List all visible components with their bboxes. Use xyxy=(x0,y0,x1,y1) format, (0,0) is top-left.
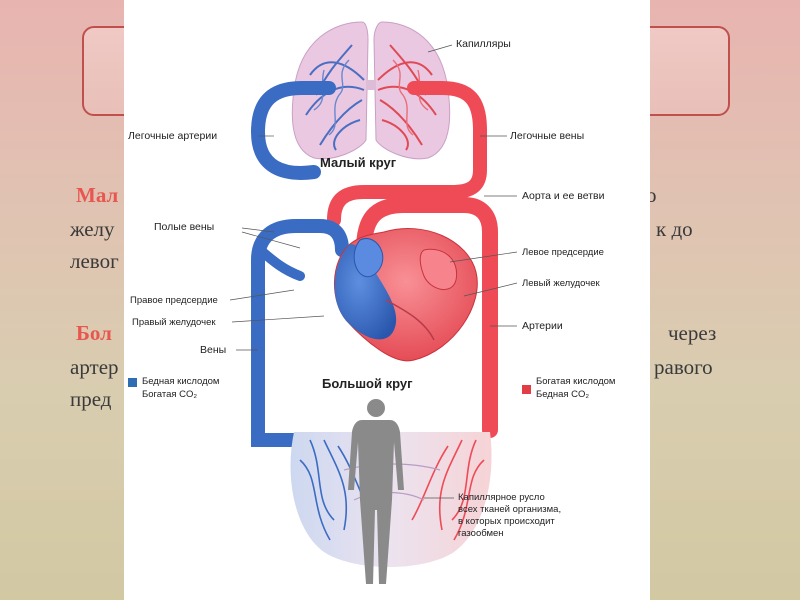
paragraph-small-circle-line2-left: желу xyxy=(70,214,115,244)
label-arteries: Артерии xyxy=(522,320,563,333)
legend-poor-line1: Бедная кислодом xyxy=(142,375,219,388)
paragraph-big-circle-line2-right: равого xyxy=(654,352,713,382)
label-aorta: Аорта и ее ветви xyxy=(522,190,604,203)
heart xyxy=(334,228,477,360)
paragraph-big-circle-line2-left: артер xyxy=(70,352,119,382)
paragraph-big-circle-line3-left: пред xyxy=(70,384,111,414)
label-left-ventricle: Левый желудочек xyxy=(522,277,600,290)
label-right-atrium: Правое предсердие xyxy=(130,294,218,307)
paragraph-big-circle-line1-right: через xyxy=(668,318,716,348)
label-capillaries: Капилляры xyxy=(456,38,511,51)
legend-poor-swatch xyxy=(128,378,137,387)
label-veins: Вены xyxy=(200,344,226,357)
label-left-atrium: Левое предсердие xyxy=(522,246,604,259)
vena-cava-loop xyxy=(256,212,342,440)
label-small-circle: Малый круг xyxy=(320,156,396,169)
paragraph-small-circle-line1-left: Мал xyxy=(76,180,118,210)
legend-poor-line2: Богатая CO₂ xyxy=(142,388,197,401)
paragraph-small-circle-line2-right: к до xyxy=(656,214,693,244)
label-pulmonary-arteries: Легочные артерии xyxy=(128,130,217,143)
label-big-circle: Большой круг xyxy=(322,377,413,390)
legend-rich-line1: Богатая кислодом xyxy=(536,375,615,388)
label-pulmonary-veins: Легочные вены xyxy=(510,130,584,143)
label-vena-cava: Полые вены xyxy=(154,221,214,234)
circulation-diagram: Капилляры Легочные артерии Легочные вены… xyxy=(124,0,650,600)
label-capillary-bed-line4: газообмен xyxy=(458,527,504,540)
legend-rich-line2: Бедная CO₂ xyxy=(536,388,589,401)
paragraph-small-circle-line3-left: левог xyxy=(70,246,119,276)
paragraph-big-circle-line1-left: Бол xyxy=(76,318,112,348)
legend-rich-swatch xyxy=(522,385,531,394)
label-right-ventricle: Правый желудочек xyxy=(132,316,216,329)
